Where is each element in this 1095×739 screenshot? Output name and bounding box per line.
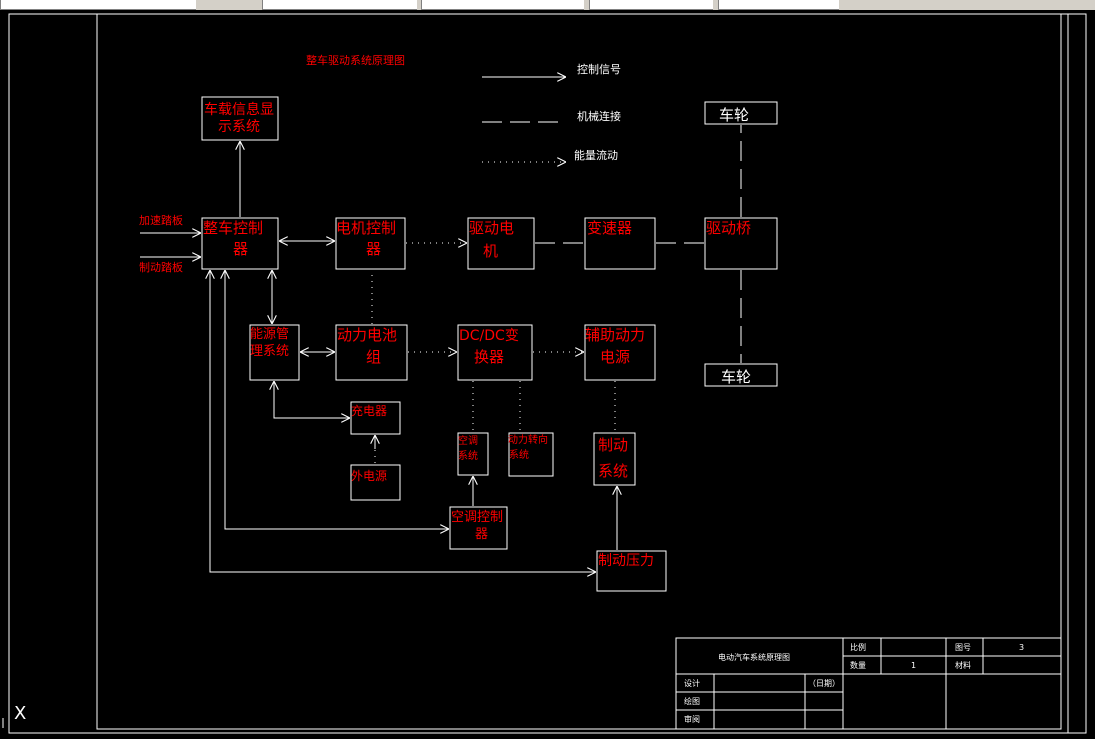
motor-block[interactable]: 驱动电 机 bbox=[467, 217, 535, 270]
energy-connections bbox=[371, 243, 616, 464]
dcdc-label-2: 换器 bbox=[474, 348, 504, 366]
display-label-2: 示系统 bbox=[218, 119, 260, 135]
dcdc-block[interactable]: DC/DC变 换器 bbox=[457, 324, 533, 381]
ac-system-label-2: 系统 bbox=[458, 449, 478, 462]
legend-control-label: 控制信号 bbox=[577, 62, 621, 76]
motor-label-2: 机 bbox=[483, 242, 498, 260]
external-power-label: 外电源 bbox=[351, 469, 387, 483]
display-label-1: 车载信息显 bbox=[204, 101, 274, 118]
axle-block[interactable]: 驱动桥 bbox=[704, 217, 778, 270]
ac-controller-block[interactable]: 空调控制 器 bbox=[449, 506, 508, 550]
legend-mechanical-label: 机械连接 bbox=[577, 109, 621, 123]
toolbar-field[interactable] bbox=[421, 0, 584, 10]
external-power-block[interactable]: 外电源 bbox=[350, 464, 401, 501]
legend: 控制信号 机械连接 能量流动 bbox=[482, 62, 621, 162]
title-block bbox=[675, 637, 1062, 730]
vcu-block[interactable]: 整车控制 器 bbox=[201, 217, 279, 270]
toolbar-field[interactable] bbox=[589, 0, 713, 10]
toolbar-field[interactable] bbox=[0, 0, 196, 10]
date-label: （日期） bbox=[808, 679, 840, 688]
bms-label-2: 理系统 bbox=[250, 344, 289, 359]
gearbox-label: 变速器 bbox=[587, 219, 632, 237]
wheel-bottom-label: 车轮 bbox=[721, 368, 751, 386]
toolbar-field[interactable] bbox=[262, 0, 417, 10]
aux-power-label-2: 电源 bbox=[600, 348, 630, 366]
power-steering-label-2: 系统 bbox=[509, 448, 529, 461]
mcu-block[interactable]: 电机控制 器 bbox=[335, 217, 406, 270]
motor-label-1: 驱动电 bbox=[469, 219, 514, 237]
scale-label: 比例 bbox=[850, 642, 866, 652]
mcu-label-2: 器 bbox=[366, 240, 381, 258]
drawing-name: 电动汽车系统原理图 bbox=[718, 652, 790, 662]
axle-label: 驱动桥 bbox=[706, 219, 751, 237]
material-label: 材料 bbox=[955, 660, 971, 670]
ucs-label: X bbox=[14, 703, 26, 724]
dcdc-label-1: DC/DC变 bbox=[459, 328, 519, 344]
wheel-bottom-block[interactable]: 车轮 bbox=[704, 363, 778, 387]
power-steering-label-1: 动力转向 bbox=[508, 433, 548, 446]
brake-system-block[interactable]: 制动 系统 bbox=[593, 432, 636, 486]
qty-label: 数量 bbox=[850, 660, 866, 670]
power-steering-block[interactable]: 动力转向 系统 bbox=[508, 432, 554, 477]
toolbar-field[interactable] bbox=[718, 0, 839, 10]
bms-label-1: 能源管 bbox=[250, 327, 289, 342]
qty-value: 1 bbox=[911, 661, 916, 670]
design-label: 设计 bbox=[684, 678, 700, 688]
aux-power-label-1: 辅助动力 bbox=[585, 326, 645, 344]
ucs-icon: X bbox=[2, 703, 26, 728]
display-block[interactable]: 车载信息显 示系统 bbox=[201, 96, 279, 141]
accel-pedal-label: 加速踏板 bbox=[139, 213, 183, 227]
mechanical-connections bbox=[535, 125, 742, 363]
mcu-label-1: 电机控制 bbox=[336, 219, 396, 237]
gearbox-block[interactable]: 变速器 bbox=[584, 217, 656, 270]
ac-controller-label-2: 器 bbox=[475, 527, 488, 542]
review-label: 审阅 bbox=[684, 714, 700, 724]
ac-controller-label-1: 空调控制 bbox=[451, 510, 503, 525]
vcu-ac-ctrl-link bbox=[225, 270, 449, 529]
control-connections bbox=[210, 141, 617, 572]
figure-no-label: 图号 bbox=[955, 643, 971, 652]
brake-system-label-2: 系统 bbox=[598, 462, 628, 480]
diagram-title: 整车驱动系统原理图 bbox=[306, 53, 405, 67]
wheel-top-block[interactable]: 车轮 bbox=[704, 101, 778, 125]
title-block-text: 电动汽车系统原理图 比例 图号 3 数量 1 材料 设计 （日期） 绘图 审阅 bbox=[684, 642, 1024, 724]
vcu-label-1: 整车控制 bbox=[203, 219, 263, 237]
draw-label: 绘图 bbox=[684, 696, 700, 706]
wheel-top-label: 车轮 bbox=[719, 106, 749, 124]
bms-charger-link bbox=[274, 381, 350, 418]
ac-system-block[interactable]: 空调 系统 bbox=[457, 432, 489, 476]
drawing-frame bbox=[96, 13, 1062, 730]
toolbar-strip bbox=[0, 0, 1095, 10]
figure-no-value: 3 bbox=[1019, 643, 1024, 652]
battery-label-2: 组 bbox=[366, 348, 381, 366]
ac-system-label-1: 空调 bbox=[458, 434, 478, 447]
drawing-canvas[interactable]: 整车驱动系统原理图 控制信号 机械连接 能量流动 车载信息显 示系统 整车控制 … bbox=[0, 10, 1095, 739]
legend-energy-label: 能量流动 bbox=[574, 148, 618, 162]
battery-label-1: 动力电池 bbox=[337, 326, 397, 344]
battery-block[interactable]: 动力电池 组 bbox=[335, 324, 408, 381]
brake-pressure-block[interactable]: 制动压力 bbox=[596, 550, 667, 592]
vcu-label-2: 器 bbox=[233, 240, 248, 258]
brake-pressure-label: 制动压力 bbox=[598, 553, 654, 569]
bms-block[interactable]: 能源管 理系统 bbox=[249, 324, 300, 381]
charger-label: 充电器 bbox=[351, 403, 387, 418]
aux-power-block[interactable]: 辅助动力 电源 bbox=[584, 324, 656, 381]
charger-block[interactable]: 充电器 bbox=[350, 401, 401, 435]
brake-pedal-label: 制动踏板 bbox=[139, 260, 183, 274]
brake-system-label-1: 制动 bbox=[598, 436, 628, 454]
vcu-brake-pressure-link bbox=[210, 270, 596, 572]
